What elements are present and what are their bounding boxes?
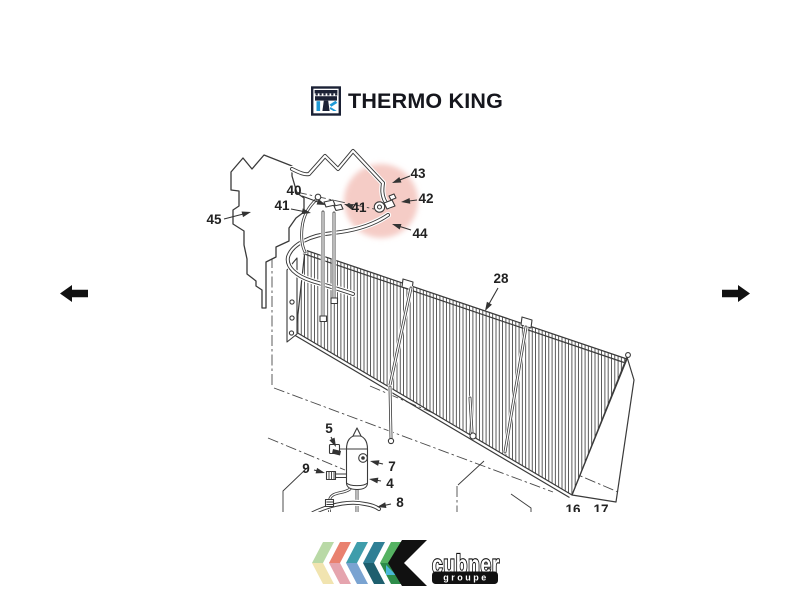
svg-text:16: 16 (565, 502, 581, 512)
next-page-arrow-button[interactable] (721, 284, 751, 304)
part-callout-16: 16 (565, 502, 581, 512)
coil-fins (296, 250, 627, 495)
part-callout-42: 42 (401, 191, 434, 206)
svg-text:28: 28 (493, 271, 509, 286)
expansion-valve-assembly (314, 193, 397, 213)
previous-page-arrow-button[interactable] (59, 284, 89, 304)
svg-text:41: 41 (274, 198, 290, 213)
svg-text:8: 8 (396, 495, 404, 510)
brand-name: THERMO KING (348, 89, 504, 113)
cubner-chevrons-icon (312, 540, 427, 586)
coil-end-plate (571, 356, 635, 503)
receiver-drier-assembly (313, 427, 379, 512)
part-callout-5: 5 (325, 421, 336, 447)
part-callout-41: 41 (344, 200, 367, 215)
panel-outlines (282, 460, 532, 512)
part-callout-45: 45 (206, 211, 251, 227)
svg-text:45: 45 (206, 212, 222, 227)
left-arrow-icon (60, 285, 88, 302)
svg-text:43: 43 (410, 166, 426, 181)
part-callout-7: 7 (370, 459, 396, 474)
svg-text:44: 44 (412, 226, 428, 241)
part-callout-17: 17 (593, 502, 608, 512)
right-arrow-icon (722, 285, 750, 302)
part-callout-8: 8 (377, 495, 404, 510)
part-callout-44: 44 (392, 223, 428, 241)
refrigerant-tubes (288, 151, 389, 323)
cubner-groupe-logo: cubner groupe (312, 540, 500, 586)
thermo-king-icon (311, 86, 341, 116)
evaporator-coil (286, 249, 635, 503)
groupe-label: groupe (443, 573, 489, 583)
svg-text:41: 41 (351, 200, 367, 215)
svg-text:4: 4 (386, 476, 394, 491)
header-brand: THERMO KING (311, 86, 503, 116)
part-callout-41: 41 (274, 198, 311, 215)
groupe-pill (432, 571, 498, 584)
part-callout-28: 28 (485, 271, 509, 311)
part-callout-4: 4 (369, 476, 394, 491)
svg-text:5: 5 (325, 421, 333, 436)
svg-text:17: 17 (593, 502, 608, 512)
mounting-bracket-tube (230, 154, 305, 309)
part-callout-9: 9 (302, 461, 325, 476)
svg-text:40: 40 (286, 183, 301, 198)
part-callout-43: 43 (392, 166, 426, 183)
svg-text:42: 42 (418, 191, 433, 206)
svg-text:9: 9 (302, 461, 310, 476)
part-callout-40: 40 (286, 183, 326, 205)
svg-text:7: 7 (388, 459, 396, 474)
